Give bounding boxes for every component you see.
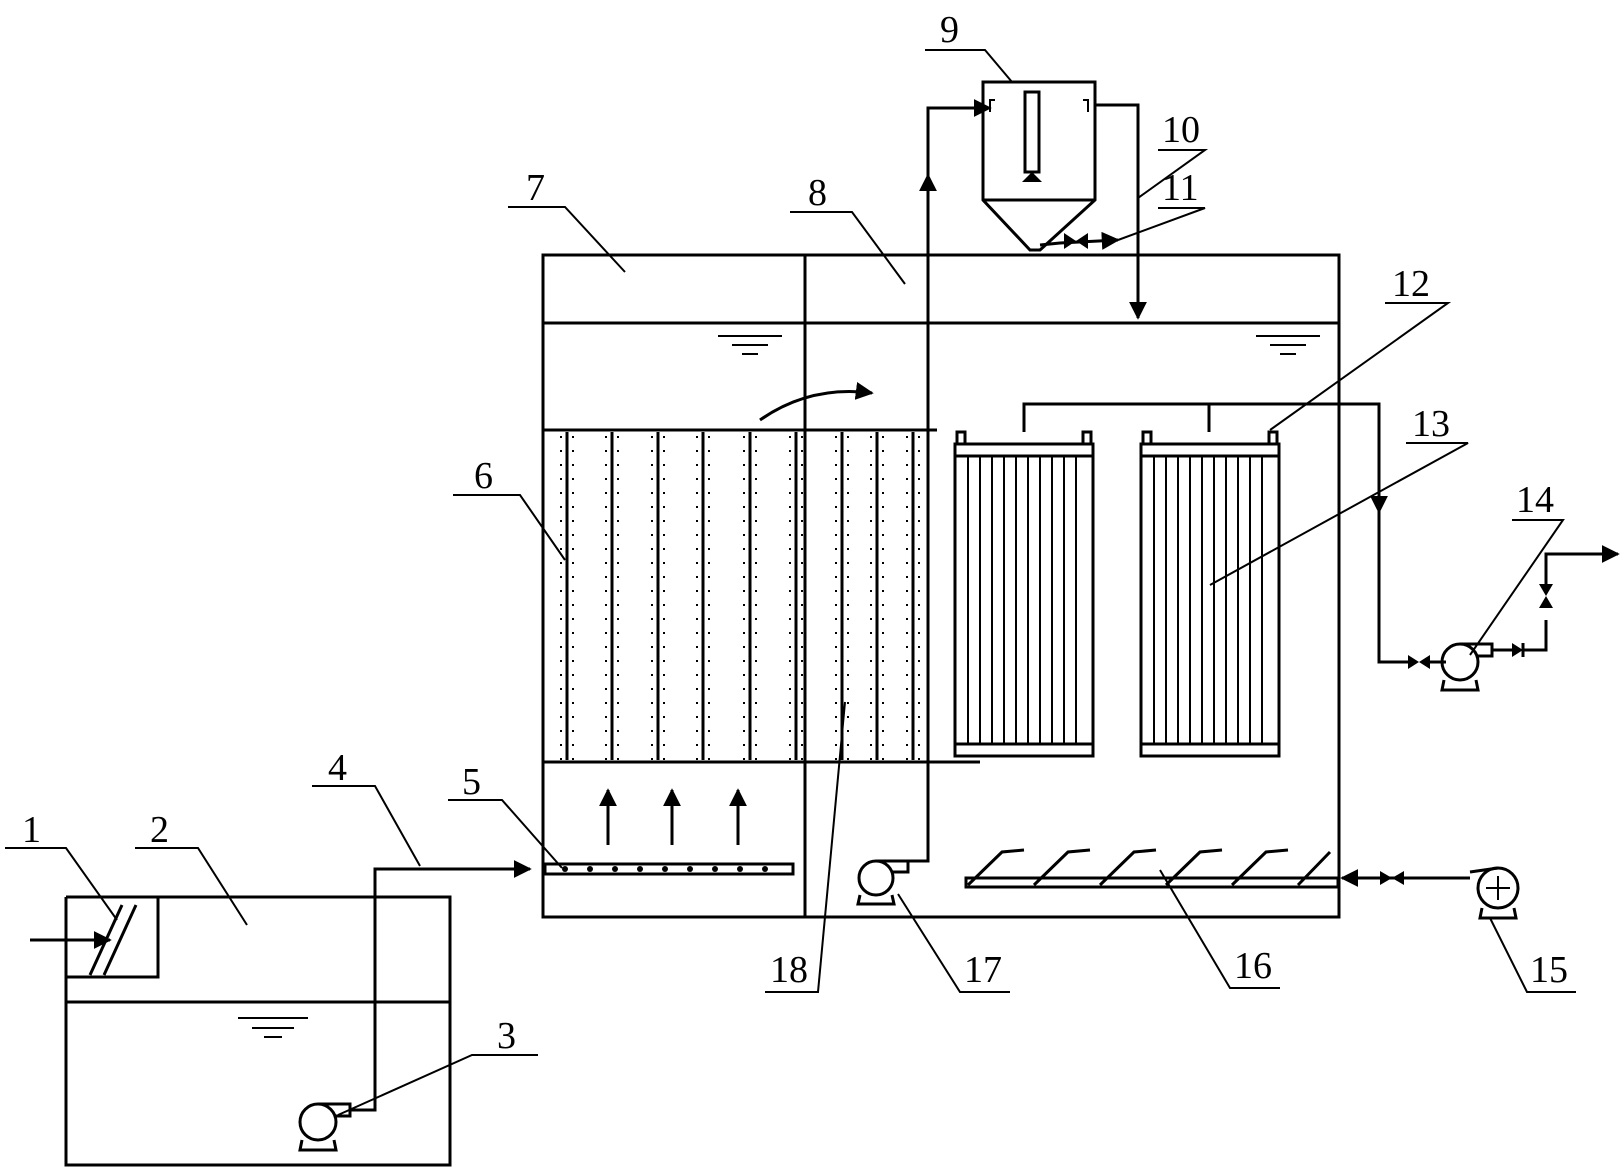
callout-4: 4 [328, 747, 347, 789]
return-pump-icon [856, 859, 910, 906]
membrane-module [953, 430, 1095, 758]
water-level-icon [1256, 335, 1320, 355]
settling-tank [981, 80, 1097, 252]
overflow-arrow [759, 382, 874, 422]
callout-1: 1 [22, 809, 41, 851]
callout-3: 3 [497, 1015, 516, 1057]
permeate-pipe [1022, 402, 1446, 669]
callout-8: 8 [808, 172, 827, 214]
callout-18: 18 [770, 949, 808, 991]
callout-14: 14 [1516, 479, 1554, 521]
membrane-module [1139, 430, 1281, 758]
callout-9: 9 [940, 9, 959, 51]
callout-12: 12 [1392, 263, 1430, 305]
water-distributor [543, 862, 795, 876]
aerator-pipe [964, 848, 1340, 889]
suction-pump-icon [1440, 642, 1494, 692]
feed-pipe [350, 860, 532, 1112]
effluent-pipe [1492, 545, 1620, 657]
callout-13: 13 [1412, 403, 1450, 445]
callout-2: 2 [150, 809, 169, 851]
blower-icon [1469, 866, 1520, 920]
air-pipe [1340, 869, 1470, 887]
inlet-tank [64, 895, 452, 1167]
packing-zone [543, 428, 980, 764]
callout-7: 7 [526, 167, 545, 209]
sludge-outlet-pipe [1039, 231, 1120, 250]
reactor-tank [541, 253, 1341, 919]
callout-11: 11 [1162, 167, 1199, 209]
lift-pump-icon [298, 1102, 352, 1152]
water-level-icon [718, 335, 782, 355]
callout-10: 10 [1162, 109, 1200, 151]
callout-16: 16 [1234, 945, 1272, 987]
leader-lines [5, 49, 1576, 1116]
callout-17: 17 [964, 949, 1002, 991]
settler-overflow-pipe [1095, 103, 1147, 320]
callout-labels: 1 2 3 4 5 6 7 8 9 10 11 12 13 14 15 16 1… [22, 9, 1568, 1057]
callout-6: 6 [474, 455, 493, 497]
water-level-icon [238, 1017, 308, 1038]
callout-15: 15 [1530, 949, 1568, 991]
upflow-arrows [599, 788, 747, 845]
return-pipe [908, 99, 992, 863]
callout-5: 5 [462, 761, 481, 803]
